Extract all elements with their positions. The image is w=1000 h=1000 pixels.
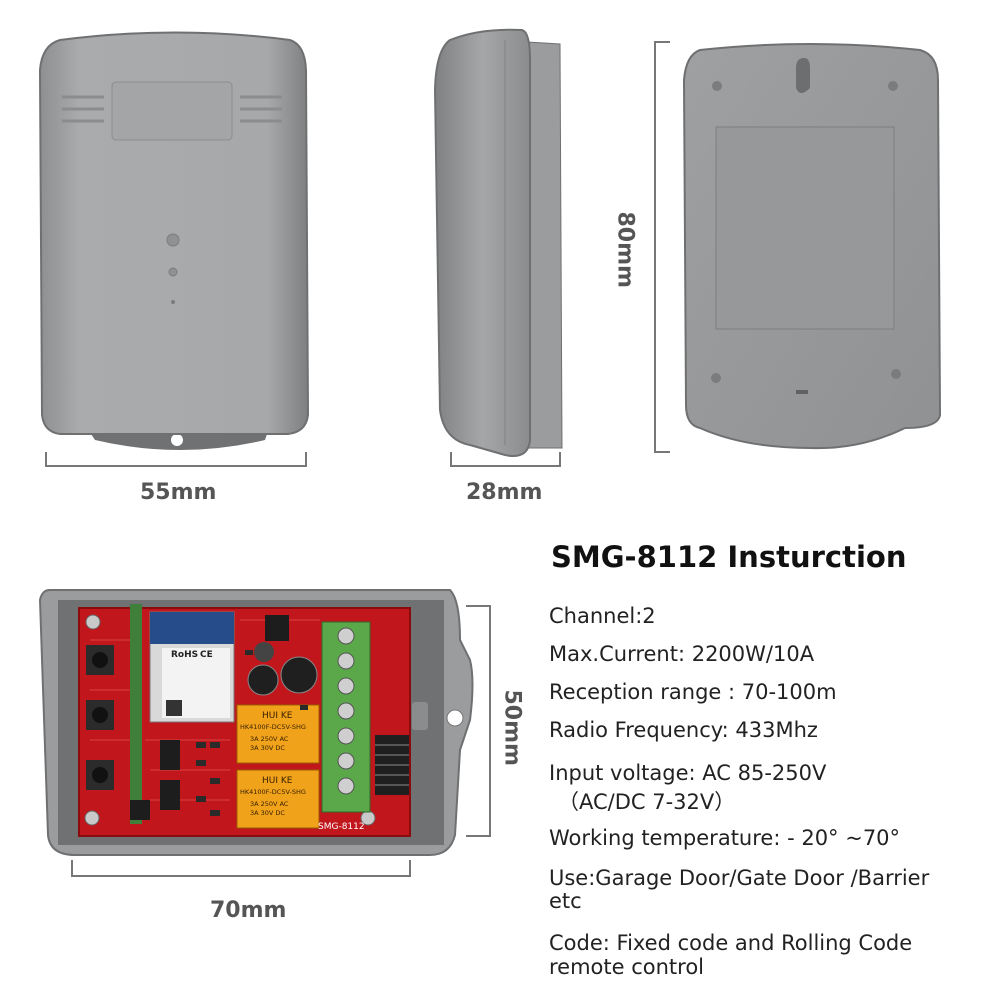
relay-2-brand: HUI KE — [262, 776, 293, 786]
spec-input-voltage: Input voltage: AC 85-250V — [549, 761, 827, 785]
board-height-label: 50mm — [499, 689, 525, 766]
relay-2-model: HK4100F-DC5V-SHG — [240, 788, 306, 796]
back-view — [682, 43, 942, 450]
front-view — [38, 31, 310, 450]
side-depth-label: 28mm — [466, 480, 543, 505]
spec-channel: Channel:2 — [549, 604, 656, 628]
front-width-label: 55mm — [140, 480, 217, 505]
board-model-silkscreen: SMG-8112 — [318, 822, 365, 832]
spec-use: Use:Garage Door/Gate Door /Barrier — [549, 866, 930, 890]
spec-title: SMG-8112 Insturction — [551, 540, 907, 574]
module-ce-mark: CE — [200, 650, 213, 660]
relay-1-rating-dc: 3A 30V DC — [250, 744, 285, 752]
spec-radio-frequency: Radio Frequency: 433Mhz — [549, 718, 818, 742]
relay-2-rating-dc: 3A 30V DC — [250, 809, 285, 817]
relay-2-rating-ac: 3A 250V AC — [250, 800, 289, 808]
board-width-label: 70mm — [210, 898, 287, 923]
spec-code-continued: remote control — [549, 955, 705, 979]
relay-1-rating-ac: 3A 250V AC — [250, 735, 289, 743]
spec-code: Code: Fixed code and Rolling Code — [549, 931, 913, 955]
dimension-lines — [45, 41, 670, 877]
spec-working-temperature: Working temperature: - 20° ~70° — [549, 826, 901, 850]
side-view — [433, 28, 563, 457]
spec-use-continued: etc — [549, 889, 582, 913]
back-height-label: 80mm — [612, 211, 638, 288]
open-board-view — [38, 589, 474, 856]
spec-max-current: Max.Current: 2200W/10A — [549, 642, 815, 666]
module-rohs-mark: RoHS — [171, 650, 199, 660]
relay-1-brand: HUI KE — [262, 711, 293, 721]
spec-input-voltage-dc: （AC/DC 7-32V） — [558, 790, 736, 814]
push-buttons — [86, 645, 114, 790]
relay-1-model: HK4100F-DC5V-SHG — [240, 723, 306, 731]
spec-reception-range: Reception range : 70-100m — [549, 680, 837, 704]
